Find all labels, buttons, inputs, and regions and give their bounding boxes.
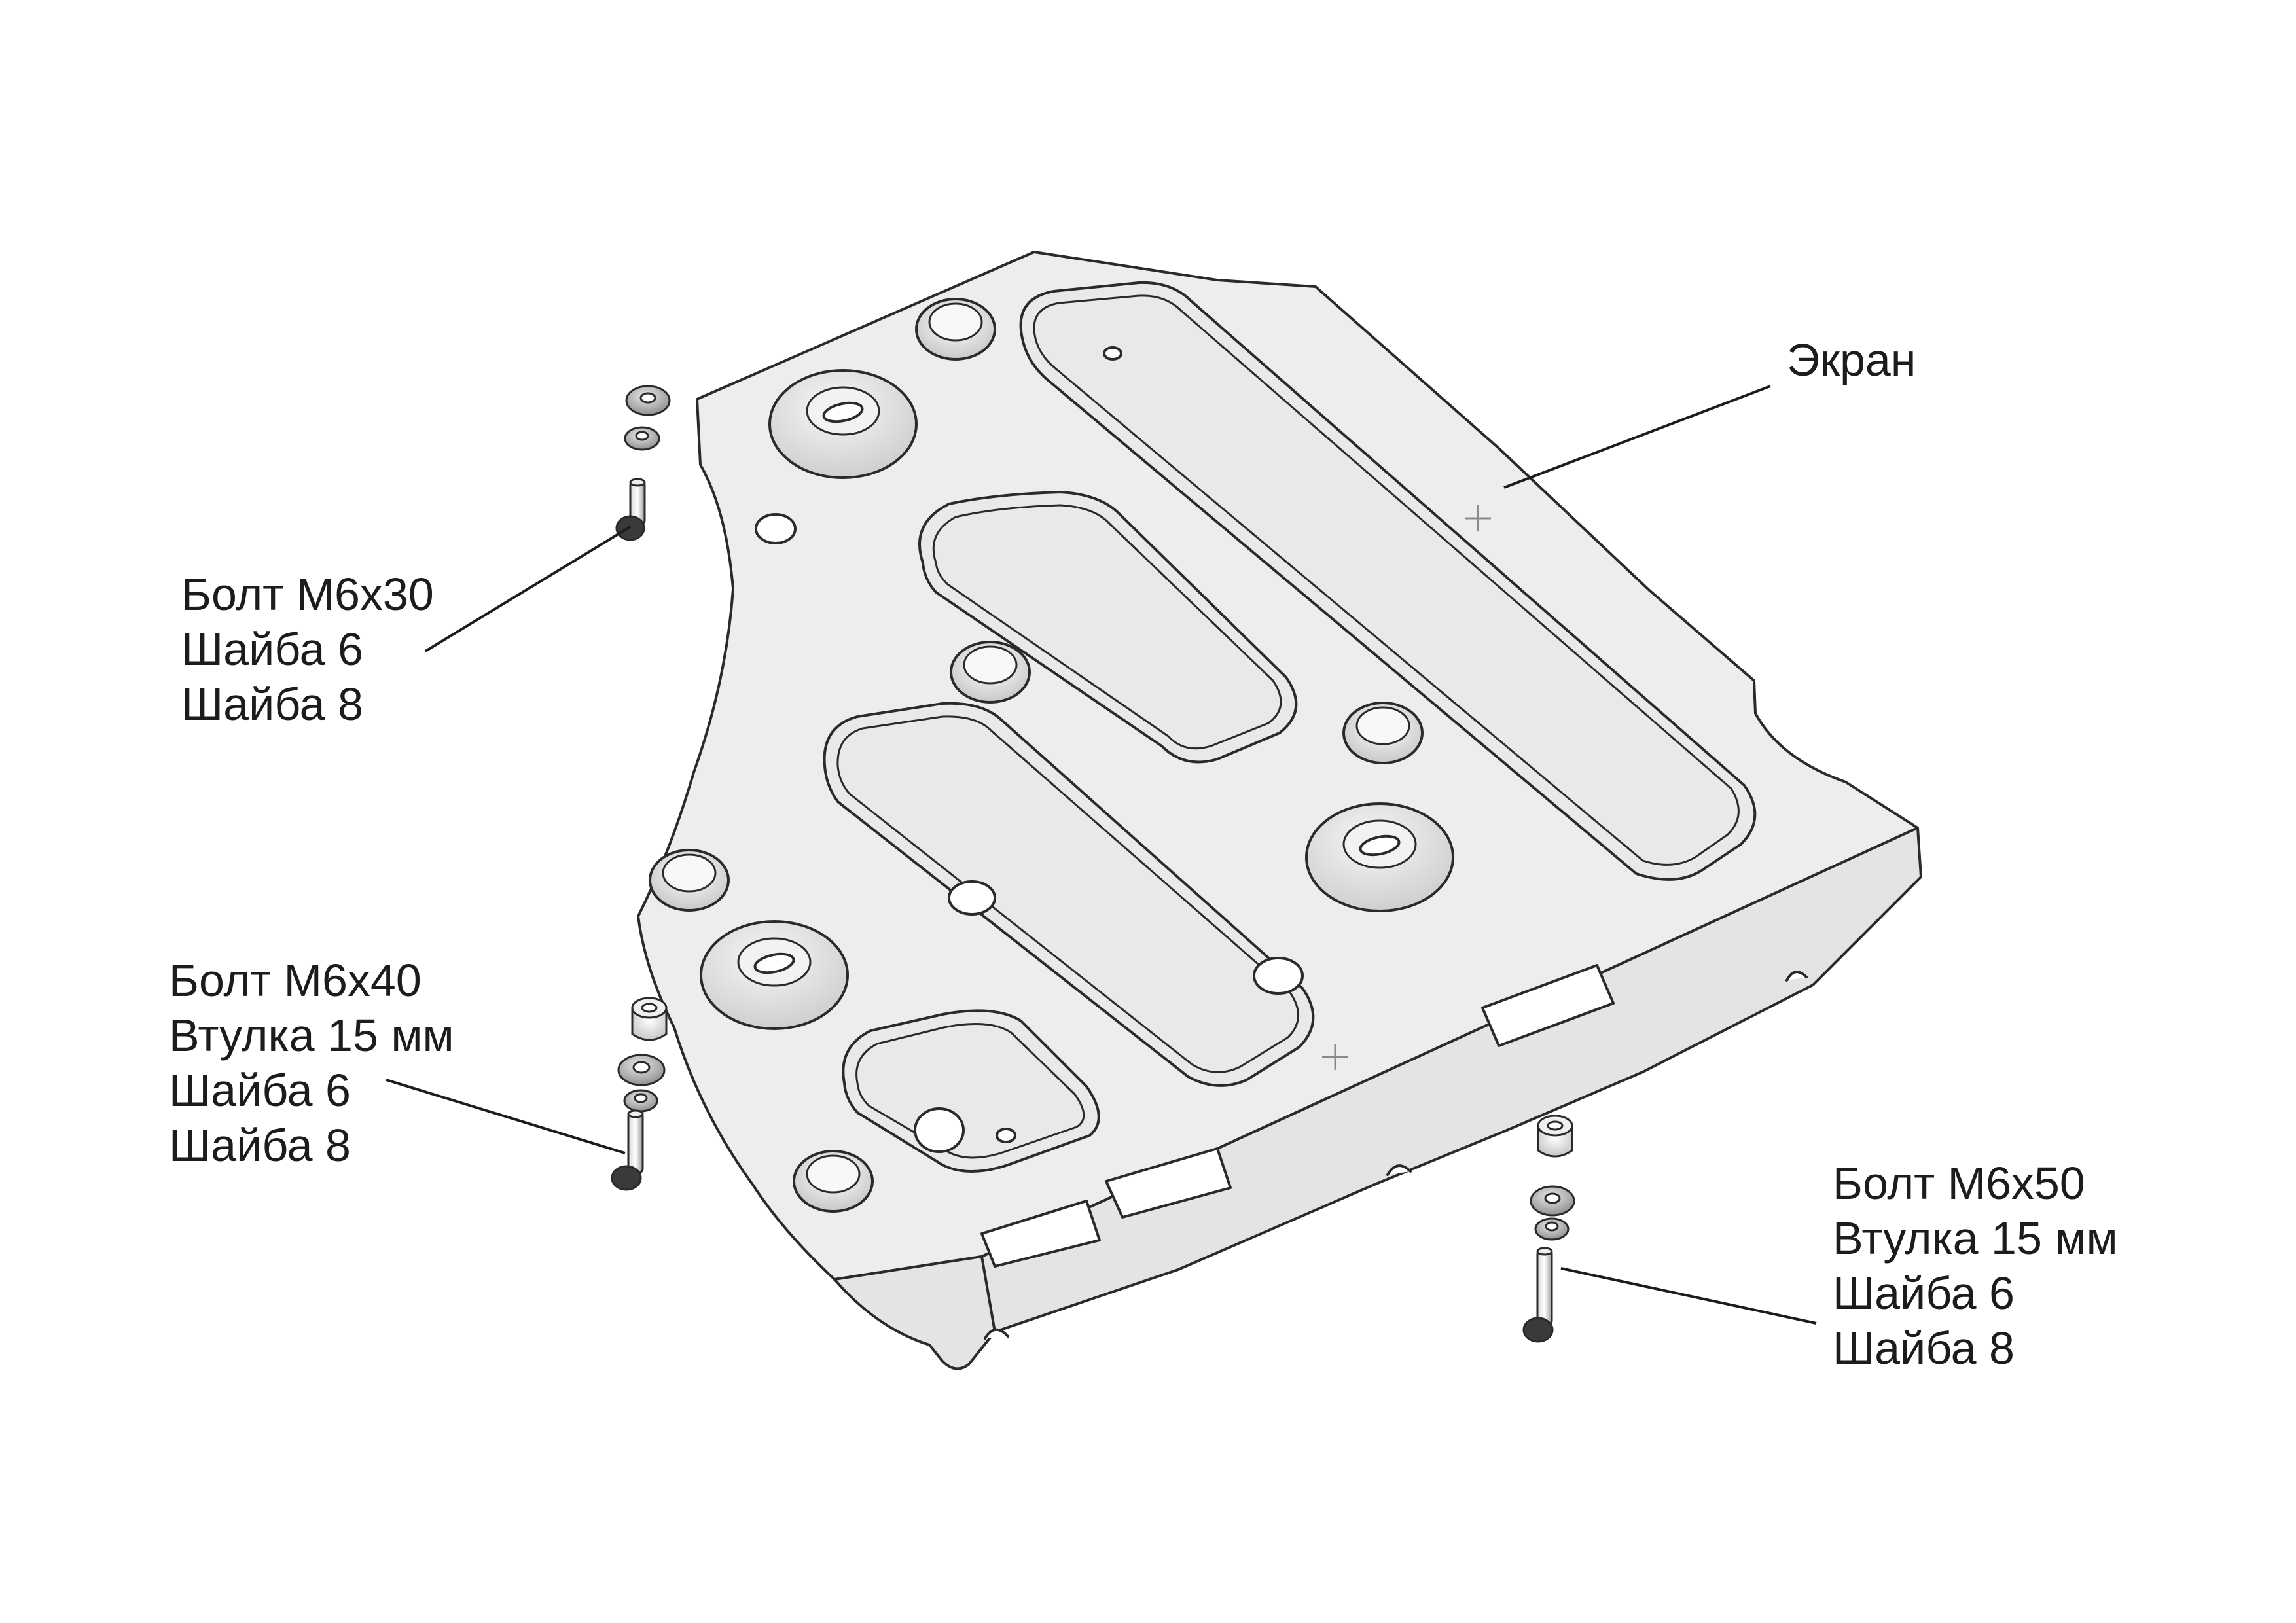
hole	[755, 513, 797, 544]
bushing-cup	[649, 849, 730, 912]
washer-8	[617, 1054, 666, 1086]
bolt-m6x30	[615, 478, 646, 541]
crosshair-mark	[1465, 505, 1491, 531]
label-line: Болт М6х50	[1833, 1158, 2085, 1209]
bushing-cup	[915, 298, 996, 361]
recess-middle-inner	[932, 504, 1282, 750]
recess-lower-inner	[836, 715, 1299, 1073]
front-notch	[984, 1328, 1009, 1340]
label-line: Втулка 15 мм	[1833, 1213, 2118, 1264]
leader-line-screen	[1503, 385, 1771, 489]
center-marks	[1322, 505, 1491, 1070]
label-screen: Экран	[1787, 332, 1916, 387]
front-notch	[1785, 971, 1808, 982]
bushing-15mm	[1537, 1115, 1573, 1158]
bushing-15mm	[631, 997, 668, 1041]
mount-dome	[768, 369, 918, 479]
hole	[1103, 346, 1122, 361]
plate-holes	[755, 346, 1304, 1153]
front-slot	[1105, 1147, 1232, 1219]
bushing-cup	[1342, 702, 1424, 764]
front-slot	[980, 1200, 1101, 1268]
label-m6x40: Болт М6х40 Втулка 15 мм Шайба 6 Шайба 8	[169, 953, 454, 1173]
hole	[914, 1107, 965, 1153]
hardware-set-m6x40	[611, 997, 668, 1191]
leader-line-m6x40	[386, 1079, 626, 1154]
hole	[996, 1128, 1016, 1143]
label-line: Болт М6х30	[181, 569, 434, 620]
bolt-m6x50	[1522, 1247, 1554, 1343]
front-notch	[1386, 1164, 1412, 1176]
bushing-cups	[649, 298, 1424, 1213]
washer-6	[624, 426, 660, 451]
plate-front-face	[833, 827, 1922, 1370]
mount-dome	[1305, 802, 1454, 912]
label-line: Шайба 6	[1833, 1268, 2015, 1319]
washer-8	[1530, 1185, 1575, 1217]
label-m6x30: Болт М6х30 Шайба 6 Шайба 8	[181, 567, 434, 732]
label-line: Шайба 8	[169, 1120, 351, 1171]
label-line: Шайба 8	[181, 679, 363, 730]
label-line: Болт М6х40	[169, 955, 422, 1006]
bushing-cup	[950, 641, 1031, 704]
hole	[948, 880, 996, 916]
label-line: Втулка 15 мм	[169, 1010, 454, 1061]
protection-plate	[637, 251, 1922, 1370]
bushing-cup	[793, 1150, 874, 1213]
label-m6x50: Болт М6х50 Втулка 15 мм Шайба 6 Шайба 8	[1833, 1156, 2118, 1376]
recess-lower	[823, 702, 1315, 1087]
front-slot	[1481, 964, 1615, 1047]
leader-lines	[386, 385, 1817, 1325]
plate-front-edge	[980, 1255, 996, 1333]
washer-8	[625, 385, 671, 416]
recess-long	[1019, 281, 1757, 881]
mount-domes	[700, 369, 1454, 1030]
hole	[1253, 957, 1304, 995]
recess-middle	[918, 491, 1298, 764]
recess-small	[842, 1009, 1100, 1173]
label-line: Шайба 8	[1833, 1323, 2015, 1374]
hardware-set-m6x50	[1522, 1115, 1575, 1343]
crosshair-mark	[1322, 1044, 1348, 1070]
recess-small-inner	[855, 1023, 1085, 1159]
label-line: Шайба 6	[181, 624, 363, 675]
label-line: Шайба 6	[169, 1065, 351, 1116]
hardware-set-m6x30	[615, 385, 671, 541]
label-line: Экран	[1787, 334, 1916, 385]
bolt-m6x40	[611, 1109, 644, 1191]
washer-6	[623, 1089, 658, 1113]
leader-line-m6x50	[1560, 1267, 1817, 1325]
washer-6	[1534, 1217, 1570, 1241]
recess-long-inner	[1033, 294, 1740, 866]
mount-dome	[700, 920, 849, 1030]
leader-line-m6x30	[424, 526, 632, 652]
